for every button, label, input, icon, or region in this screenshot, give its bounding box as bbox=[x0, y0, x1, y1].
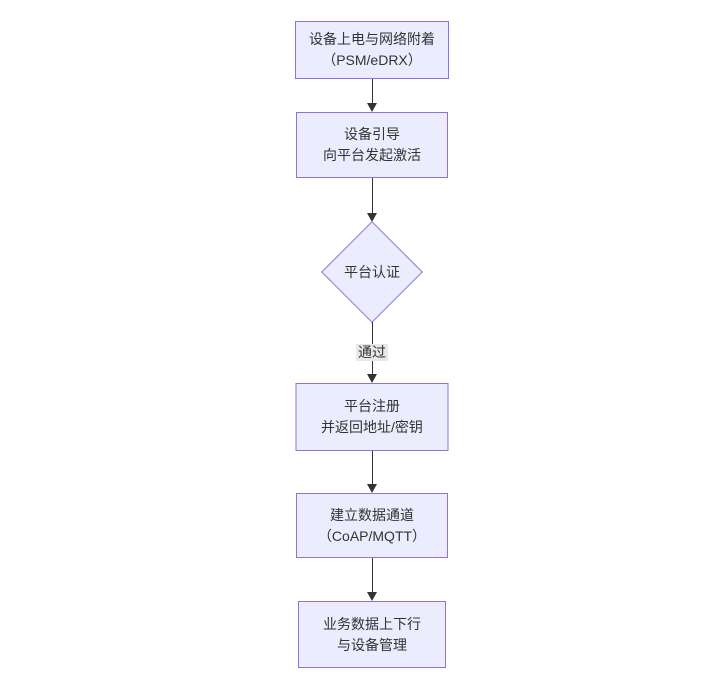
node-text-line: 与设备管理 bbox=[337, 636, 407, 653]
edge-label-pass: 通过 bbox=[356, 344, 388, 361]
node-text-line: 平台注册 bbox=[344, 398, 400, 414]
flow-node-business-data: 业务数据上下行 与设备管理 bbox=[298, 601, 446, 668]
node-text-line: （CoAP/MQTT） bbox=[317, 527, 427, 544]
arrowhead-down-icon bbox=[367, 592, 377, 601]
node-text-line: 向平台发起激活 bbox=[323, 147, 421, 163]
flow-node-bootstrap: 设备引导 向平台发起激活 bbox=[296, 112, 448, 178]
arrowhead-down-icon bbox=[367, 103, 377, 112]
arrowhead-down-icon bbox=[367, 484, 377, 493]
node-text-line: 设备上电与网络附着 bbox=[309, 31, 435, 47]
flow-node-register: 平台注册 并返回地址/密钥 bbox=[295, 383, 449, 451]
node-text-line: 并返回地址/密钥 bbox=[321, 419, 423, 435]
arrowhead-down-icon bbox=[367, 213, 377, 222]
node-text-line: （PSM/eDRX） bbox=[322, 52, 422, 68]
node-text-line: 设备引导 bbox=[344, 126, 400, 142]
edge-line bbox=[372, 451, 373, 485]
node-text-line: 平台认证 bbox=[344, 264, 400, 280]
flow-node-data-channel: 建立数据通道 （CoAP/MQTT） bbox=[296, 493, 448, 558]
edge-line bbox=[372, 558, 373, 593]
flow-node-power-attach: 设备上电与网络附着 （PSM/eDRX） bbox=[295, 21, 449, 79]
arrowhead-down-icon bbox=[367, 374, 377, 383]
node-text-line: 建立数据通道 bbox=[330, 506, 414, 523]
node-text-line: 业务数据上下行 bbox=[323, 615, 421, 632]
edge-line bbox=[372, 79, 373, 104]
edge-line bbox=[372, 178, 373, 214]
